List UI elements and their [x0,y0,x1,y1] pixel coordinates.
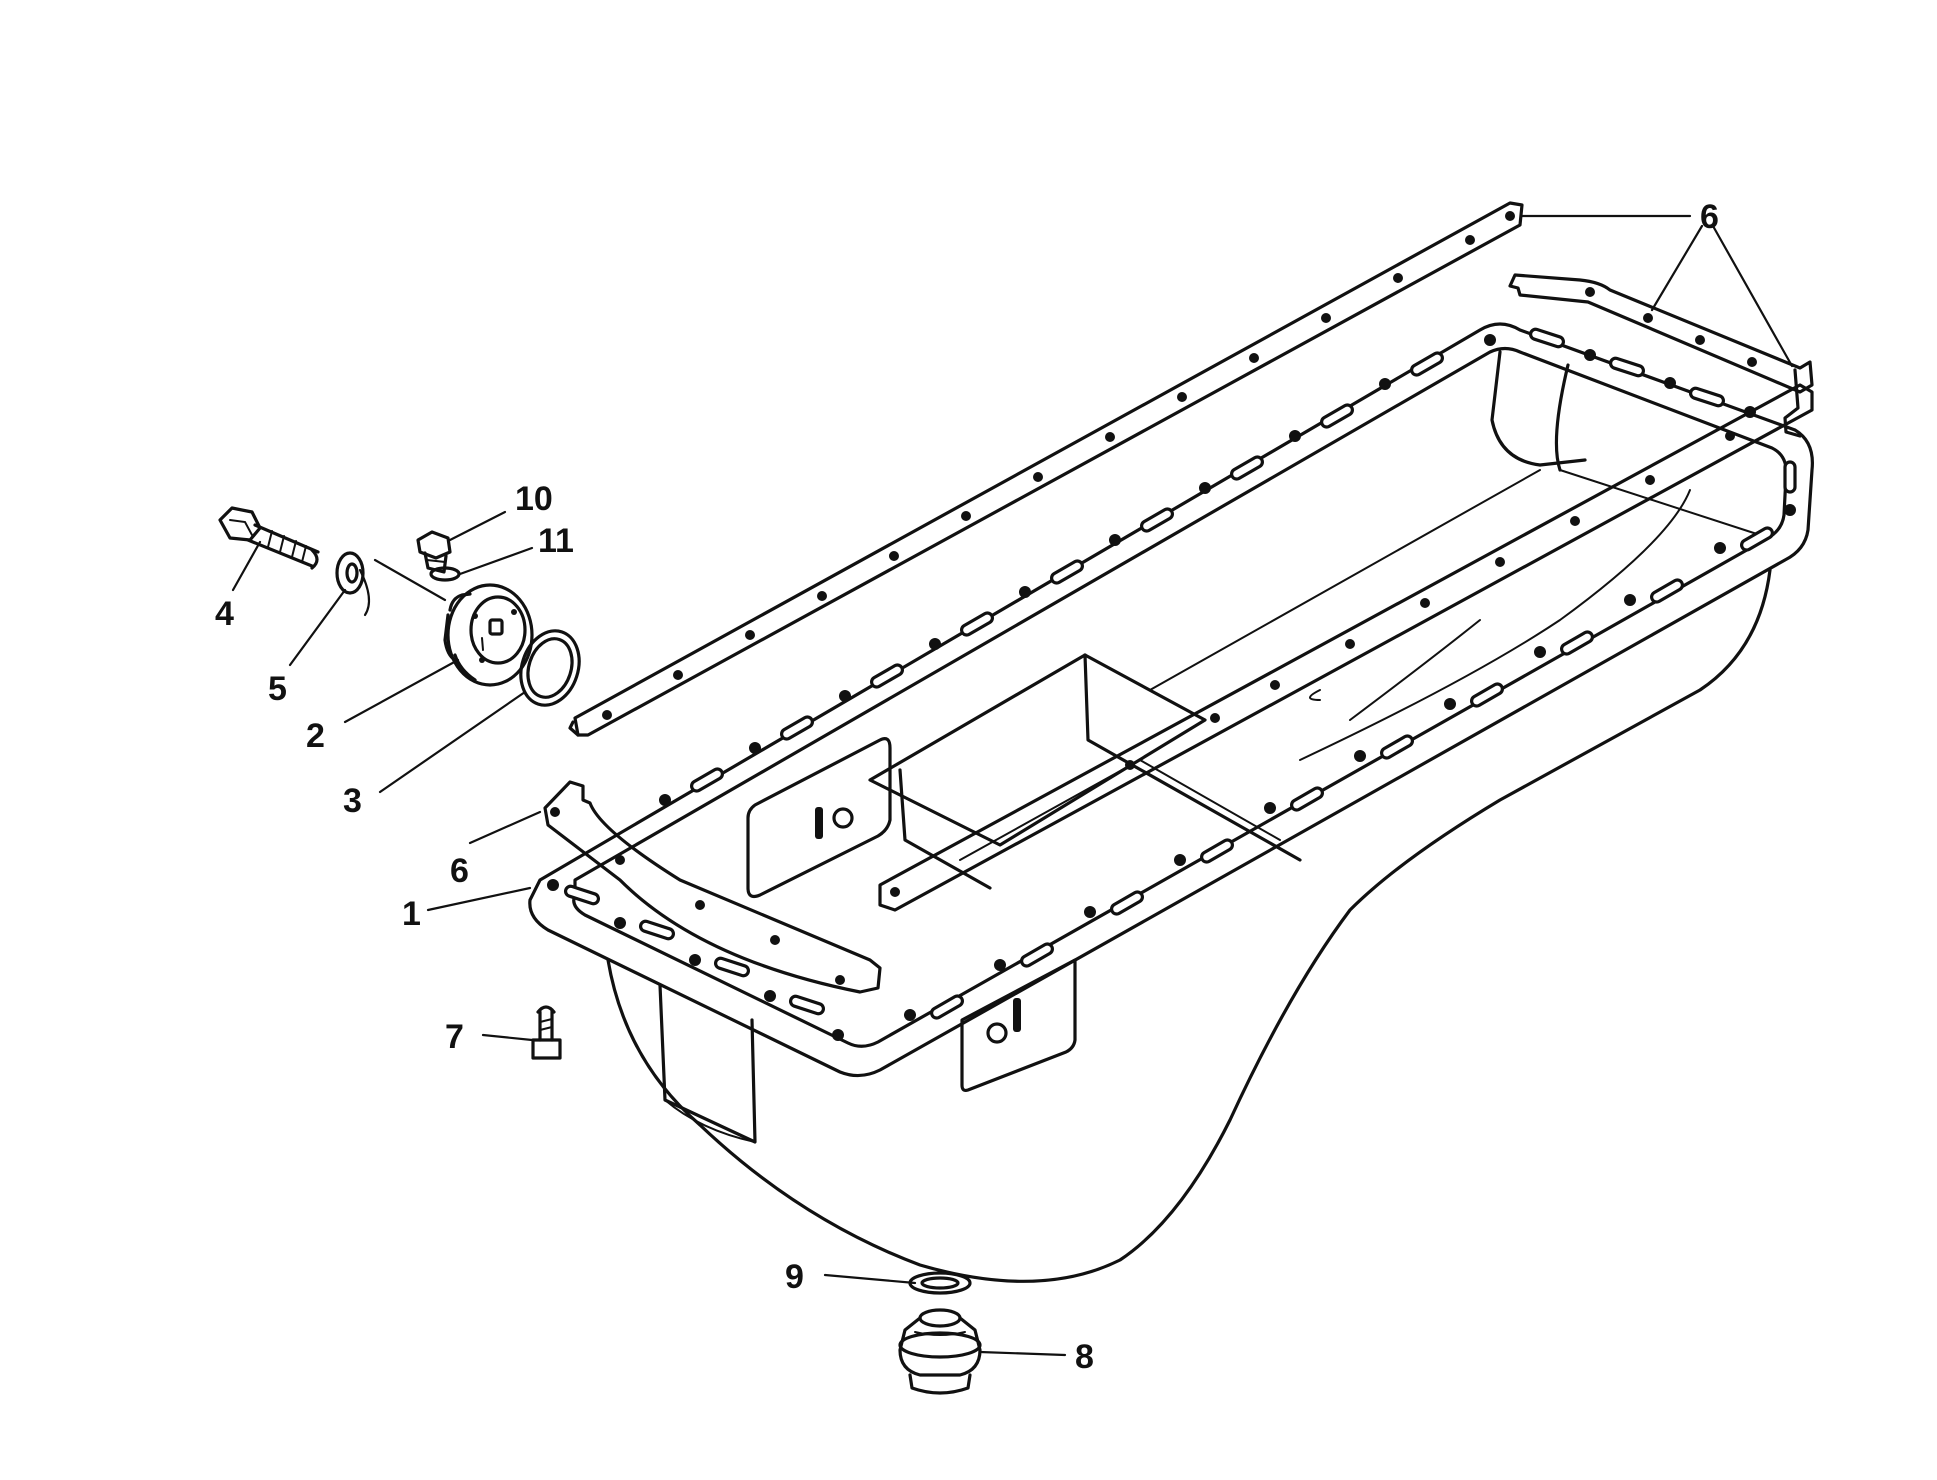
callout-5: 5 [268,670,287,708]
callout-2: 2 [306,717,325,755]
callout-7: 7 [445,1018,464,1056]
part-8-drain-plug [898,1308,982,1395]
callout-4: 4 [215,595,234,633]
callout-6-top: 6 [1700,198,1719,236]
callout-11: 11 [538,522,574,560]
callout-10: 10 [515,480,553,518]
part-2-filter-housing [443,583,534,687]
callouts: 6 10 11 4 5 2 3 6 1 7 9 8 [215,198,1719,1376]
gasket-end-right [1508,273,1814,438]
part-7-bolt [531,1005,562,1060]
gasket-end-left [543,780,882,994]
pan-flange-holes [547,334,1796,1041]
pan-flange-slots [563,460,1797,1020]
callout-6-left: 6 [450,852,469,890]
callout-1: 1 [402,895,421,933]
leader-lines [231,214,1794,1357]
callout-3: 3 [343,782,362,820]
gasket-strip-front [878,383,1814,912]
callout-8: 8 [1075,1338,1094,1376]
oil-pan [528,322,1814,1283]
part-4-bolt [218,506,320,570]
gasket-strip-back [568,201,1524,737]
part-9-seal-washer [908,1271,972,1295]
callout-9: 9 [785,1258,804,1296]
part-3-o-ring [519,629,581,707]
part-10-plug [416,530,452,574]
part-5-washer [335,551,365,595]
pan-back-slots [690,327,1726,793]
